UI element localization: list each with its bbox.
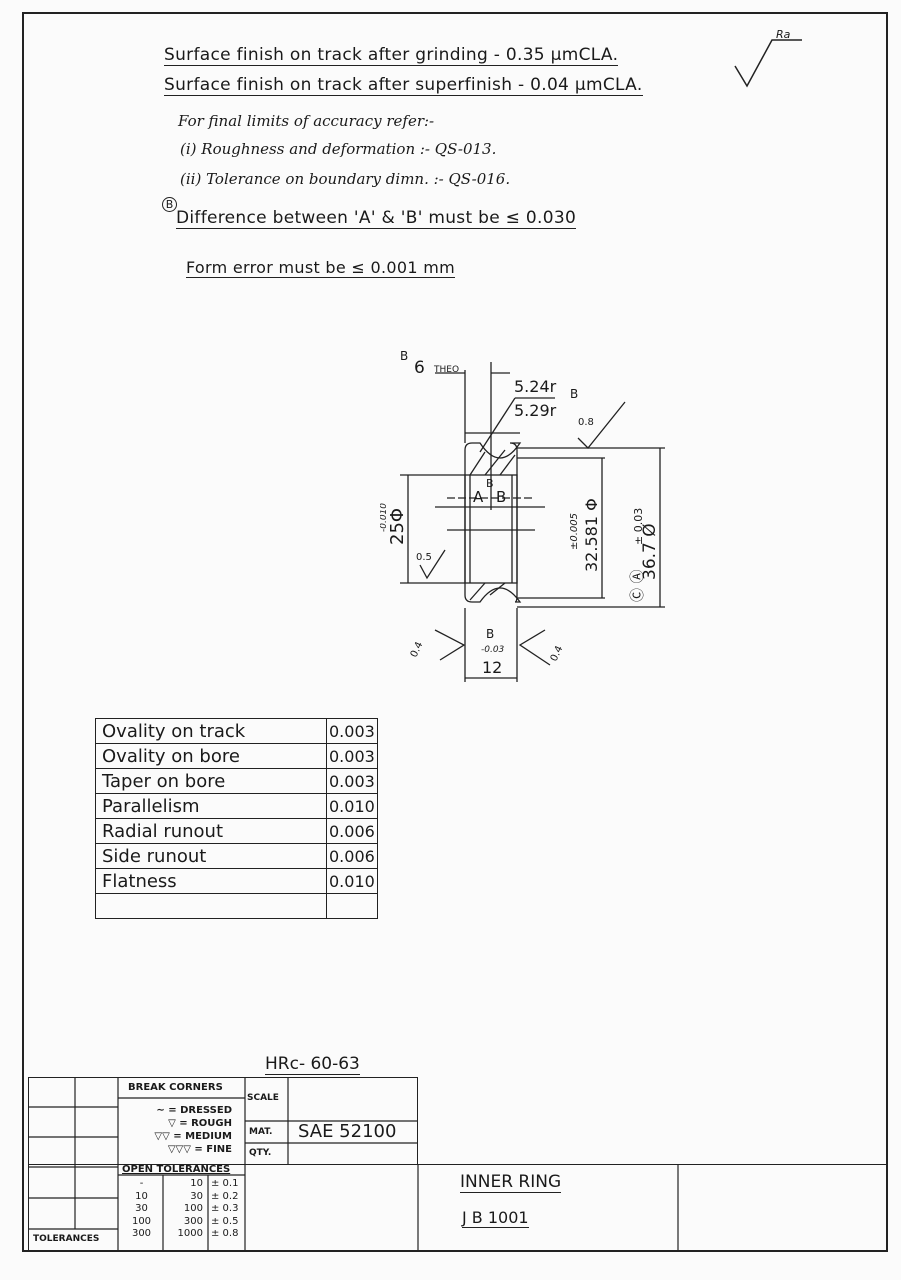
tol-row: -10± 0.1	[139, 1178, 239, 1189]
surface-legend: ∼ = DRESSED ▽ = ROUGH ▽▽ = MEDIUM ▽▽▽ = …	[140, 1104, 232, 1156]
open-tolerances-label: OPEN TOLERANCES	[122, 1164, 231, 1175]
theo-dim: 6	[414, 358, 425, 378]
note-roughness: (i) Roughness and deformation :- QS-013.	[180, 140, 497, 158]
legend-dressed: ∼ = DRESSED	[156, 1105, 232, 1116]
ring-outline	[464, 442, 522, 603]
radius-upper: 5.24r	[514, 377, 557, 396]
outer-tol: ± 0.03	[632, 508, 645, 545]
outer-dim: 36.7 Ø	[640, 523, 660, 580]
radius-lower: 5.29r	[514, 401, 557, 420]
radius-marker: B	[570, 387, 578, 401]
width-dim: 12	[482, 658, 502, 677]
point-b: B	[496, 488, 506, 506]
center-marker: B	[486, 477, 494, 490]
tolerances-label: TOLERANCES	[33, 1234, 100, 1244]
outer-markers: Ⓒ Ⓐ	[630, 570, 646, 602]
title-block-bottom	[28, 1164, 888, 1252]
legend-fine: ▽▽▽ = FINE	[167, 1144, 232, 1155]
roughness-symbol-icon: Ra	[734, 28, 802, 88]
mat-label: MAT.	[249, 1127, 273, 1137]
theo-marker: B	[400, 349, 408, 363]
part-name: INNER RING	[460, 1172, 562, 1193]
point-a: A	[473, 488, 484, 506]
note-form-error: Form error must be ≤ 0.001 mm	[186, 258, 455, 278]
qty-label: QTY.	[249, 1148, 272, 1158]
note-tolerance: (ii) Tolerance on boundary dimn. :- QS-0…	[180, 170, 511, 188]
hardness-spec: HRc- 60-63	[265, 1054, 360, 1075]
break-corners-label: BREAK CORNERS	[128, 1082, 223, 1093]
part-number: J B 1001	[462, 1208, 529, 1228]
legend-rough: ▽ = ROUGH	[168, 1118, 232, 1129]
bore-dim: 25Φ	[387, 508, 408, 545]
track-dim: 32.581 Φ	[582, 498, 601, 572]
material-value: SAE 52100	[298, 1121, 397, 1142]
theo-label: THEO	[433, 365, 459, 375]
note-accuracy: For final limits of accuracy refer:-	[178, 112, 435, 130]
finish-bore: 0.5	[416, 552, 432, 563]
width-marker: B	[486, 627, 494, 641]
legend-medium: ▽▽ = MEDIUM	[154, 1131, 232, 1142]
title-block-grid	[28, 1077, 679, 1252]
scale-label: SCALE	[247, 1093, 279, 1103]
track-tol: ±0.005	[569, 513, 580, 550]
ring-section-drawing: B 6 THEO 5.24r 5.29r B 0.8 0.5 0.4 0.4 2…	[380, 349, 665, 682]
note-difference: Difference between 'A' & 'B' must be ≤ 0…	[176, 208, 577, 229]
finish-side-right: 0.4	[549, 644, 566, 663]
width-tol: -0.03	[481, 645, 505, 655]
finish-outer: 0.8	[578, 417, 594, 428]
note-superfinish: Surface finish on track after superfinis…	[164, 75, 643, 96]
marker-b: B	[162, 197, 177, 212]
note-grinding: Surface finish on track after grinding -…	[164, 45, 619, 66]
table-row	[95, 893, 378, 919]
finish-side-left: 0.4	[409, 640, 426, 659]
ra-label: Ra	[776, 28, 791, 41]
bore-tol: -0.010	[380, 503, 389, 532]
